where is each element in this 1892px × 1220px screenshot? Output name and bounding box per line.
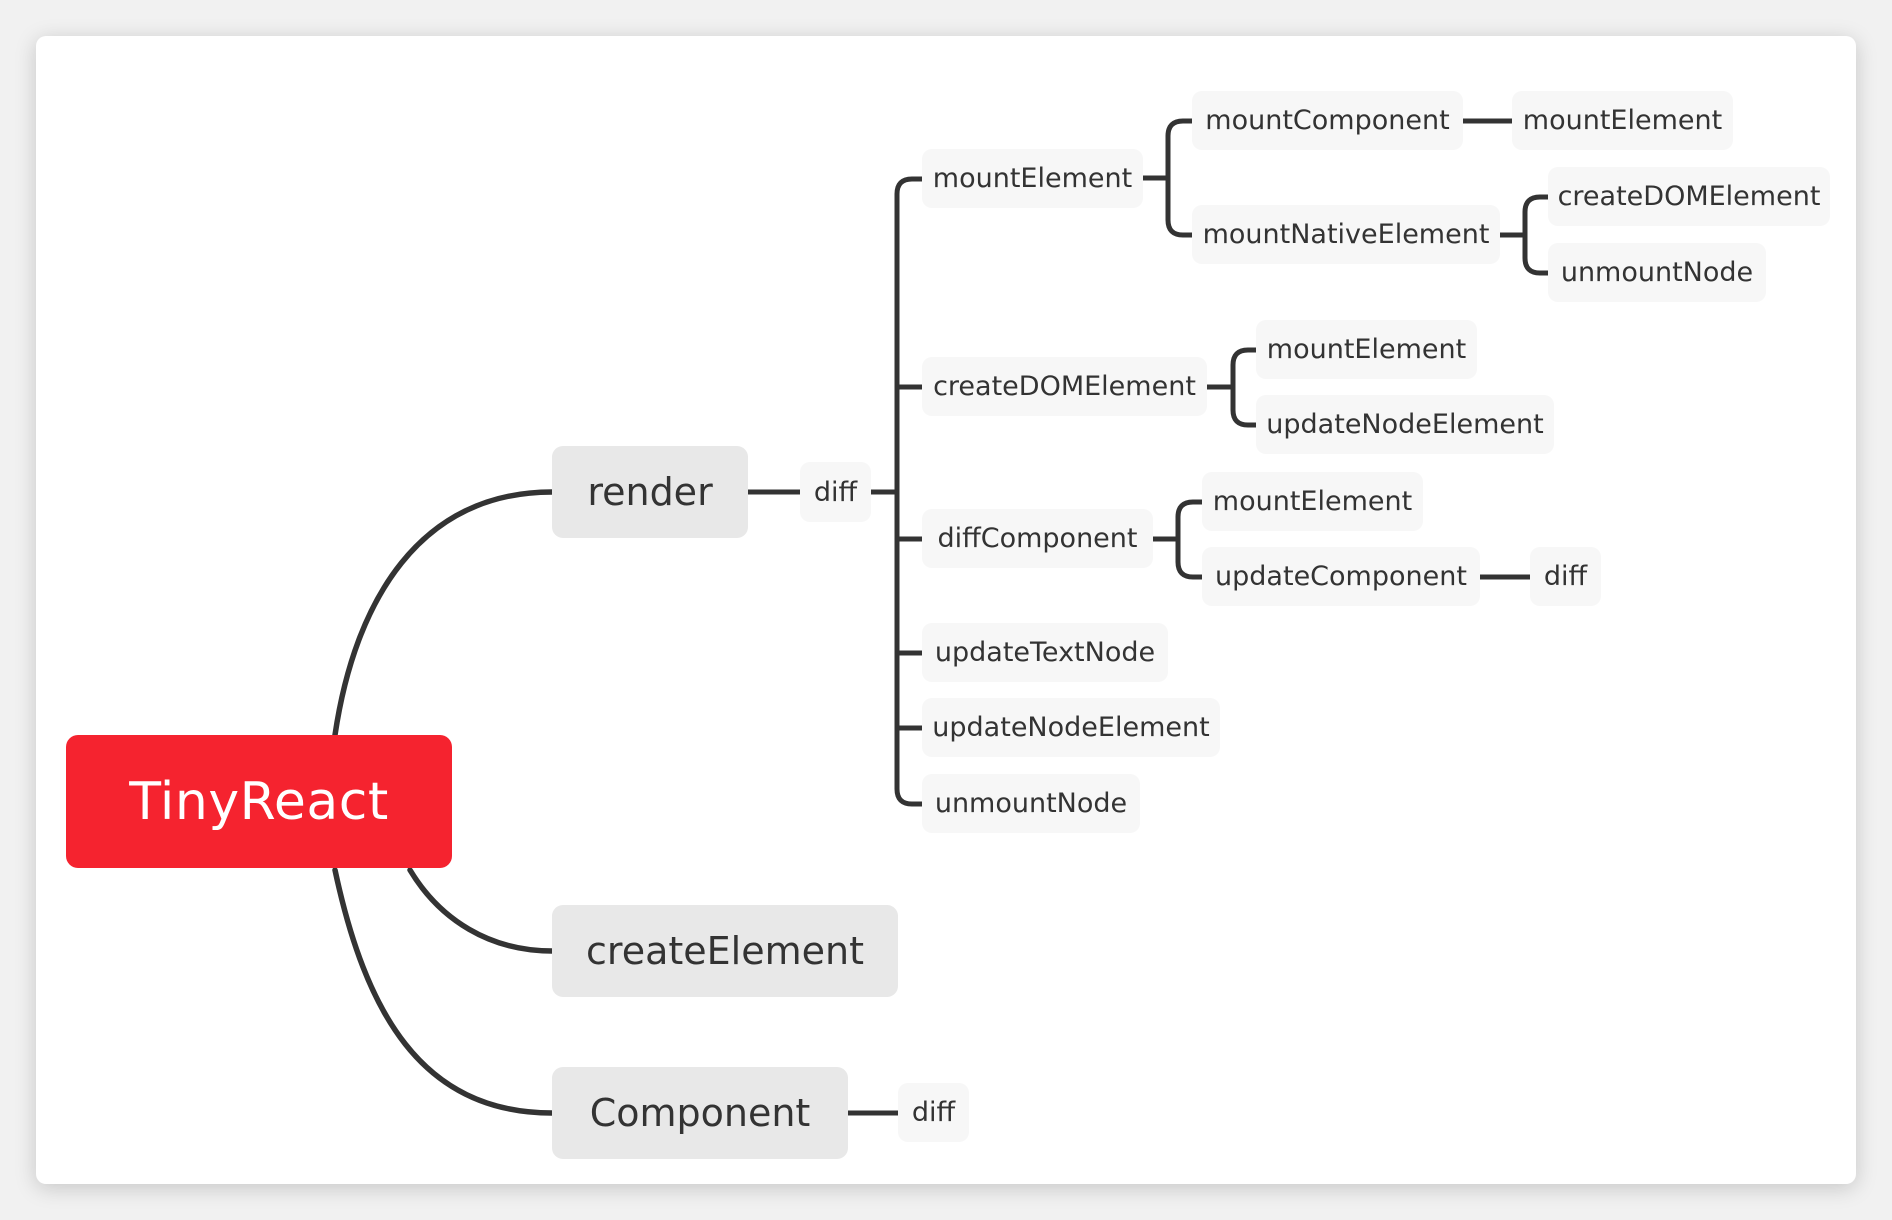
topic-createElement-label: createElement: [586, 929, 864, 973]
topic-render[interactable]: render: [552, 446, 748, 538]
subtopic-label: mountElement: [1522, 105, 1723, 136]
subtopic-updateComponent[interactable]: updateComponent: [1202, 547, 1480, 606]
subtopic-updateNodeElement[interactable]: updateNodeElement: [922, 698, 1220, 757]
subtopic-mountComponent[interactable]: mountComponent: [1192, 91, 1463, 150]
mindmap-canvas: [36, 36, 1856, 1184]
subtopic-createDOM-mountElement[interactable]: mountElement: [1256, 320, 1477, 379]
subtopic-label: diff: [813, 476, 858, 508]
subtopic-component-diff[interactable]: diff: [898, 1083, 969, 1142]
subtopic-label: mountElement: [932, 163, 1133, 194]
subtopic-label: diff: [1543, 561, 1588, 592]
root-label: TinyReact: [129, 771, 389, 832]
subtopic-updateTextNode[interactable]: updateTextNode: [922, 623, 1168, 682]
subtopic-unmountNode[interactable]: unmountNode: [922, 774, 1140, 833]
connector-root-createElement: [407, 867, 555, 954]
subtopic-label: mountElement: [1212, 486, 1413, 517]
subtopic-createDOMElement[interactable]: createDOMElement: [922, 357, 1207, 416]
bracket-createDOMElement: [1230, 347, 1259, 428]
subtopic-label: unmountNode: [934, 788, 1128, 819]
subtopic-label: updateNodeElement: [932, 712, 1210, 743]
bracket-mountElement: [1165, 118, 1195, 238]
subtopic-label: createDOMElement: [1557, 181, 1821, 212]
subtopic-mountElement[interactable]: mountElement: [922, 149, 1143, 208]
subtopic-label: updateNodeElement: [1266, 409, 1544, 440]
subtopic-label: mountElement: [1266, 334, 1467, 365]
subtopic-updateComponent-diff[interactable]: diff: [1530, 547, 1601, 606]
topic-component-label: Component: [589, 1091, 811, 1135]
bracket-mountNativeElement: [1522, 194, 1551, 276]
subtopic-label: diffComponent: [937, 523, 1138, 554]
subtopic-render-diff[interactable]: diff: [800, 462, 871, 522]
subtopic-label: updateComponent: [1215, 561, 1467, 592]
subtopic-label: mountComponent: [1205, 105, 1450, 136]
subtopic-native-unmountNode[interactable]: unmountNode: [1548, 243, 1766, 302]
subtopic-native-createDOMElement[interactable]: createDOMElement: [1548, 167, 1830, 226]
subtopic-createDOM-updateNodeElement[interactable]: updateNodeElement: [1256, 395, 1554, 454]
bracket-diff-children: [894, 176, 925, 807]
subtopic-mountComponent-mountElement[interactable]: mountElement: [1512, 91, 1733, 150]
topic-render-label: render: [587, 470, 713, 514]
topic-component[interactable]: Component: [552, 1067, 848, 1159]
subtopic-label: diff: [911, 1097, 956, 1128]
subtopic-label: createDOMElement: [933, 371, 1196, 402]
subtopic-mountNativeElement[interactable]: mountNativeElement: [1192, 205, 1500, 264]
connector-root-component: [332, 867, 555, 1116]
root-node[interactable]: TinyReact: [66, 735, 452, 868]
subtopic-label: updateTextNode: [934, 637, 1156, 668]
subtopic-label: unmountNode: [1560, 257, 1754, 288]
bracket-diffComponent: [1175, 499, 1205, 580]
subtopic-diffComponent[interactable]: diffComponent: [922, 509, 1153, 568]
subtopic-label: mountNativeElement: [1202, 219, 1490, 250]
subtopic-diffComponent-mountElement[interactable]: mountElement: [1202, 472, 1423, 531]
topic-createElement[interactable]: createElement: [552, 905, 898, 997]
connector-root-render: [332, 489, 555, 738]
